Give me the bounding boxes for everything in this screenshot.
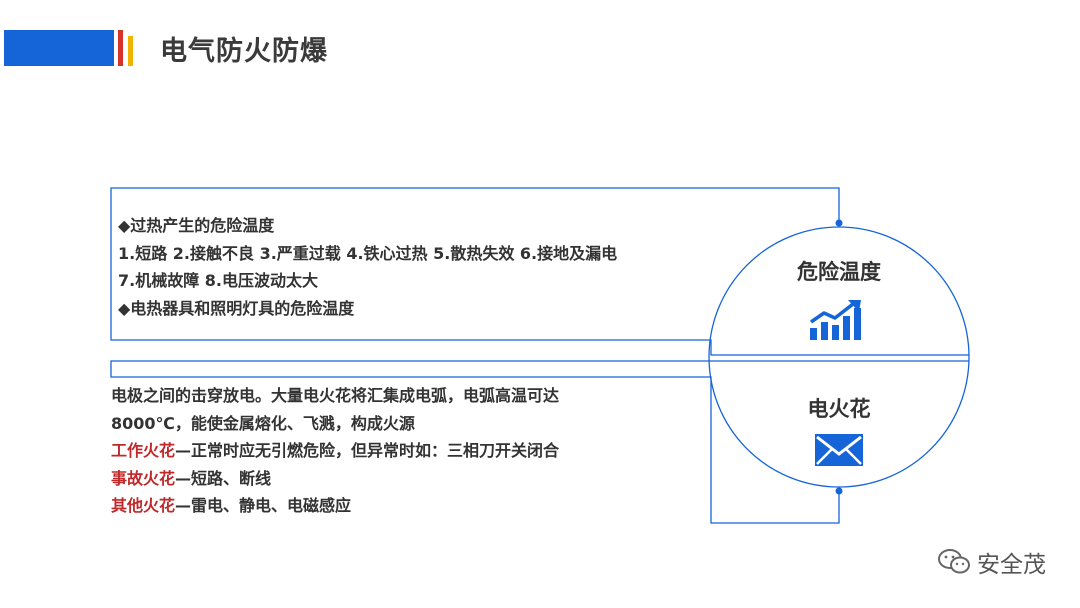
spark-item-text: —雷电、静电、电磁感应 [175,496,352,515]
panel-bottom-line: 电极之间的击穿放电。大量电火花将汇集成电弧，电弧高温可达 [111,386,560,405]
chart-up-icon [810,300,861,340]
topic-label-electric-spark: 电火花 [807,397,871,421]
panel-top-line: 7.机械故障 8.电压波动太大 [118,271,318,290]
spark-item: 事故火花—短路、断线 [111,465,559,493]
spark-item: 工作火花—正常时应无引燃危险，但异常时如：三相刀开关闭合 [111,437,559,465]
panel-top-text: ◆过热产生的危险温度 1.短路 2.接触不良 3.严重过载 4.铁心过热 5.散… [118,212,617,322]
panel-top-outline [110,187,969,356]
spark-item-label: 事故火花 [111,468,176,488]
header-accent-bar [4,30,114,66]
connector-dot-bottom [835,487,843,495]
spark-item-text: —正常时应无引燃危险，但异常时如：三相刀开关闭合 [175,441,560,460]
header-accent-yellow [128,36,133,66]
page-title: 电气防火防爆 [160,36,328,67]
topic-circle [708,226,970,488]
spark-item-text: —短路、断线 [175,468,272,488]
header-accent-red [118,30,123,66]
connector-dot-top [835,219,843,227]
panel-bottom-line: 8000℃，能使金属熔化、飞溅，构成火源 [111,413,415,433]
panel-bottom-outline [110,360,969,524]
panel-top-line: 1.短路 2.接触不良 3.严重过载 4.铁心过热 5.散热失效 6.接地及漏电 [118,243,618,263]
wechat-icon [938,549,970,574]
panel-top-line: ◆过热产生的危险温度 [118,216,275,235]
topic-label-danger-temperature: 危险温度 [797,260,881,284]
spark-item-label: 工作火花 [111,441,176,460]
spark-item: 其他火花—雷电、静电、电磁感应 [111,492,559,520]
panel-bottom-text: 电极之间的击穿放电。大量电火花将汇集成电弧，电弧高温可达 8000℃，能使金属熔… [111,382,559,520]
watermark: 安全茂 [937,545,1046,579]
mail-icon [815,434,863,466]
watermark-text: 安全茂 [977,552,1046,578]
panel-top-line: ◆电热器具和照明灯具的危险温度 [118,298,355,318]
spark-item-label: 其他火花 [111,496,176,515]
